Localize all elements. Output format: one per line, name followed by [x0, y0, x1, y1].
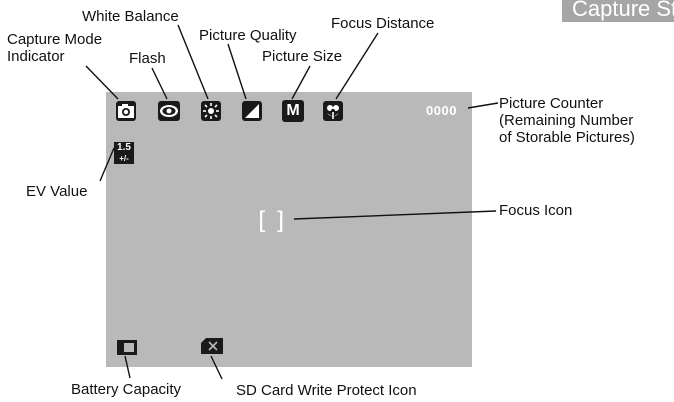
leader-capture-mode — [85, 65, 119, 100]
leader-focus-icon — [293, 210, 497, 220]
label-white-balance: White Balance — [82, 8, 179, 25]
label-ev-value: EV Value — [26, 183, 88, 200]
sd-lock-icon — [201, 338, 223, 354]
leader-focus-distance — [335, 32, 379, 100]
label-focus-icon: Focus Icon — [499, 202, 573, 219]
flash-eye-icon — [158, 101, 180, 121]
leader-flash — [151, 67, 168, 100]
label-battery-capacity: Battery Capacity — [71, 381, 182, 398]
camera-icon — [116, 101, 136, 121]
leader-picture-size — [291, 65, 311, 100]
label-sd-write-protect: SD Card Write Protect Icon — [236, 382, 417, 399]
flower-icon — [323, 101, 343, 121]
header-ribbon-text: Capture Statu — [572, 0, 674, 21]
label-capture-mode: Capture Mode Indicator — [7, 31, 103, 65]
picture-counter-value: 0000 — [426, 103, 457, 118]
label-picture-counter: Picture Counter (Remaining Number of Sto… — [499, 95, 635, 146]
leader-white-balance — [177, 24, 209, 100]
sun-icon — [201, 101, 221, 121]
leader-ev-value — [99, 147, 115, 182]
header-ribbon: Capture Statu — [562, 0, 674, 22]
size-m-icon: M — [282, 100, 304, 122]
leader-picture-counter — [467, 102, 499, 109]
quality-triangle-icon — [242, 101, 262, 121]
label-picture-size: Picture Size — [262, 48, 343, 65]
leader-picture-quality — [227, 43, 247, 100]
label-flash: Flash — [129, 50, 166, 67]
label-picture-quality: Picture Quality — [199, 27, 297, 44]
leader-sd-protect — [210, 355, 223, 380]
leader-battery — [124, 355, 131, 379]
ev-icon: 1.5 +/- — [114, 142, 134, 164]
battery-icon — [117, 340, 137, 355]
lcd-screen — [106, 92, 472, 367]
label-focus-distance: Focus Distance — [331, 15, 435, 32]
focus-bracket: [ ] — [258, 207, 285, 235]
